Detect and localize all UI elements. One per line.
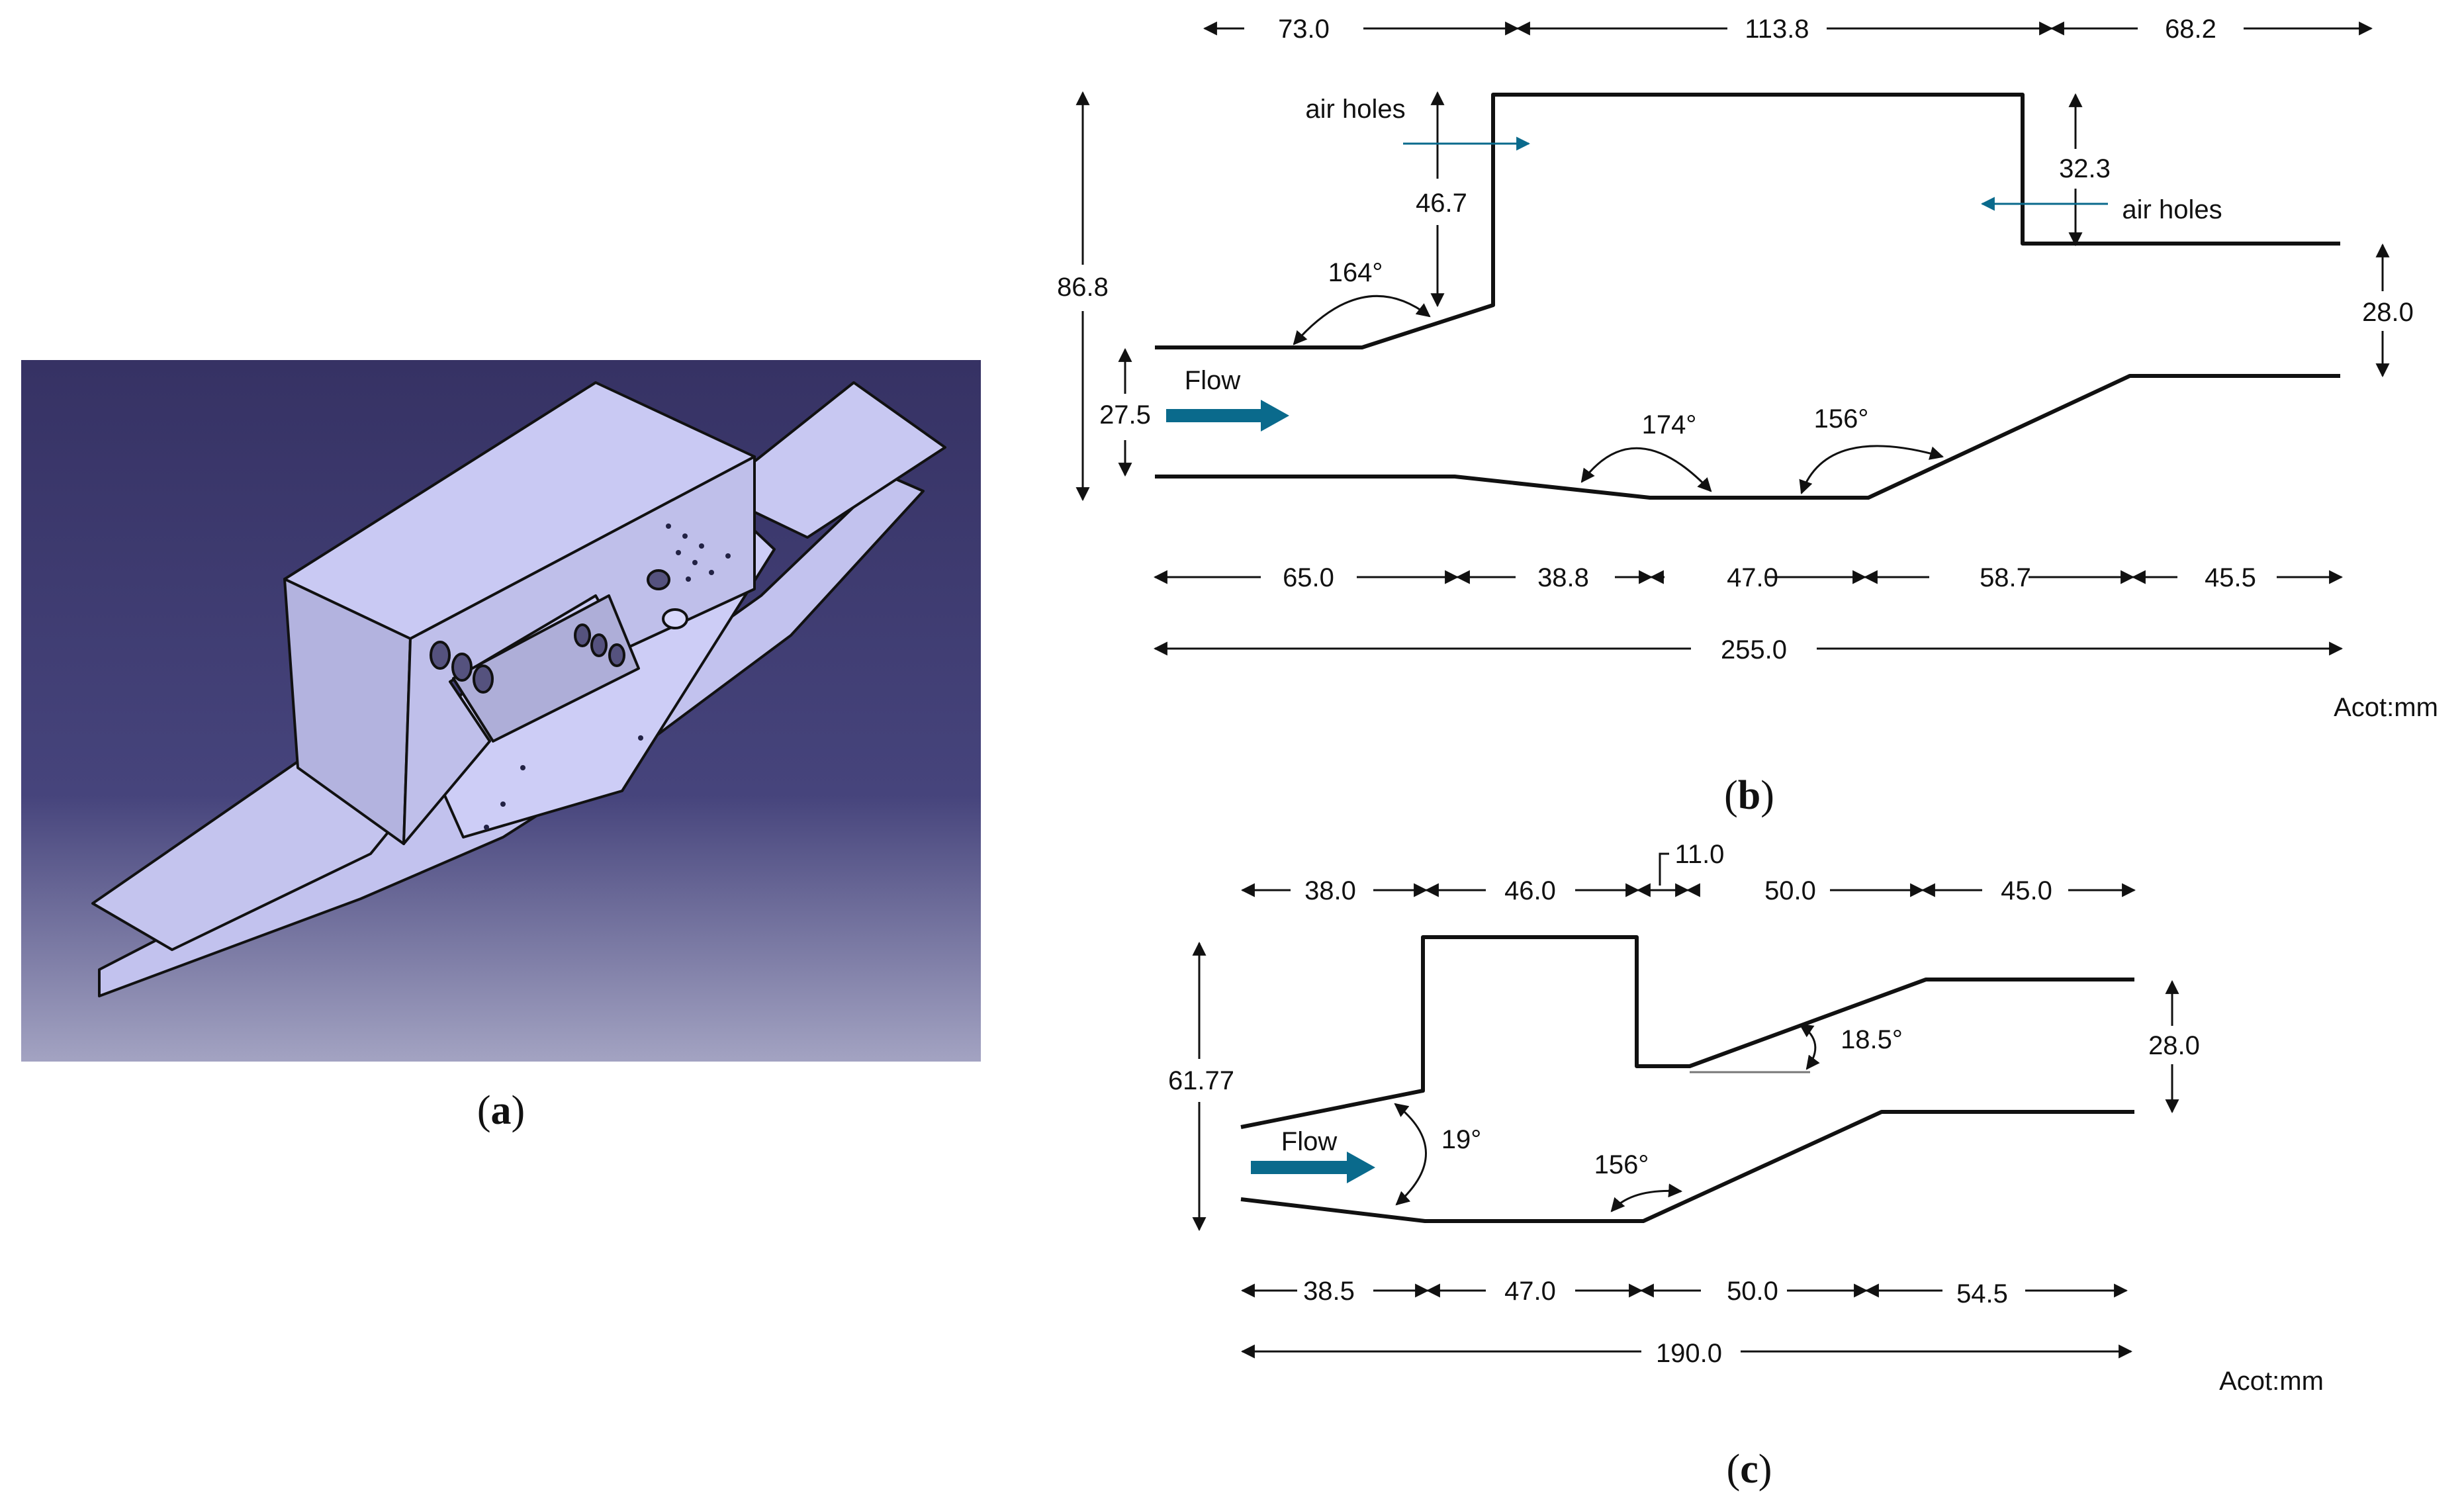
angle-bottom-a-b: 174° [1642,410,1697,439]
dim-height-outlet-b: 28.0 [2362,298,2414,327]
dim-top-c-3: 11.0 [1675,840,1725,869]
dim-top-b-1: 73.0 [1278,15,1330,44]
angle-bottom-b-b: 156° [1814,404,1869,433]
vertical-dims-b [1075,91,2390,502]
panel-b: 73.0 113.8 68.2 86.8 27.5 46.7 32.3 28.0… [1057,15,2438,818]
cad-inner-duct [452,594,640,743]
dim-height-inlet-b: 27.5 [1099,400,1151,430]
dim-bottom-c-3: 50.0 [1727,1277,1778,1306]
cad-upper-strip [713,381,946,539]
top-dim-chain-c [1240,852,2136,897]
duct-bottom-wall-c [1240,1110,2134,1223]
angle-top-left-b: 164° [1328,258,1383,287]
dim-total-c: 190.0 [1656,1339,1722,1368]
angle-ramp-bottom-c: 156° [1594,1150,1649,1179]
duct-top-wall-c [1240,935,2134,1129]
dim-total-b: 255.0 [1721,635,1787,664]
cad-hole [430,641,451,670]
flow-arrow-c [1251,1152,1375,1183]
cad-hole [574,623,591,647]
dim-bottom-b-3: 47.0 [1727,563,1778,592]
dim-bottom-c-1: 38.5 [1303,1277,1355,1306]
dim-bottom-b-5: 45.5 [2205,563,2256,592]
dim-height-right-step-b: 32.3 [2059,154,2111,183]
cad-box-side [402,455,756,845]
angle-arcs-b [1293,295,1944,494]
panel-a: (a) [21,360,981,1133]
vertical-dims-c [1192,941,2179,1232]
dim-bottom-c-2: 47.0 [1504,1277,1556,1306]
panel-b-label: (b) [1724,773,1774,818]
dim-height-total-b: 86.8 [1057,273,1109,302]
units-c: Acot:mm [2219,1367,2324,1396]
dim-height-outlet-c: 28.0 [2148,1031,2200,1060]
cad-model [91,381,946,997]
dim-top-c-5: 45.0 [2001,876,2052,905]
air-holes-left-label: air holes [1305,95,1405,124]
dim-top-c-4: 50.0 [1764,876,1816,905]
cad-small-holes [484,524,731,830]
flow-arrow-b [1166,400,1289,432]
dim-bottom-c-4: 54.5 [1956,1279,2008,1308]
cad-hole [473,664,494,694]
duct-profile-c [1240,935,2134,1223]
dim-height-step-b: 46.7 [1416,189,1467,218]
cad-hole [662,608,688,629]
angle-arcs-c [1394,1023,1820,1212]
duct-top-wall-b [1155,93,2340,349]
panel-a-label: (a) [477,1088,525,1133]
dim-bottom-b-2: 38.8 [1537,563,1589,592]
cad-hole [451,653,473,682]
duct-profile-b [1155,93,2340,500]
cad-hole [647,569,670,590]
angle-inlet-c: 19° [1441,1125,1482,1154]
flow-label-b: Flow [1185,366,1241,395]
bottom-dim-chain-c [1240,1283,2133,1359]
dim-top-b-3: 68.2 [2165,15,2216,44]
dim-top-c-1: 38.0 [1304,876,1356,905]
panel-c: 38.0 46.0 11.0 50.0 45.0 61.77 28.0 Flow… [1168,840,2324,1492]
units-b: Acot:mm [2334,693,2438,722]
flow-label-c: Flow [1281,1127,1338,1156]
bottom-dim-chain-b [1153,570,2344,656]
dim-height-total-c: 61.77 [1168,1066,1234,1095]
angle-ramp-top-c: 18.5° [1841,1025,1903,1054]
dim-bottom-b-4: 58.7 [1980,563,2031,592]
cad-hole [608,643,625,667]
cad-hole [590,633,608,657]
dim-bottom-b-1: 65.0 [1283,563,1334,592]
duct-bottom-wall-b [1155,374,2340,500]
air-holes-right-label: air holes [2122,195,2222,224]
dim-top-c-2: 46.0 [1504,876,1556,905]
dim-top-b-2: 113.8 [1745,15,1809,44]
panel-c-label: (c) [1727,1447,1772,1492]
